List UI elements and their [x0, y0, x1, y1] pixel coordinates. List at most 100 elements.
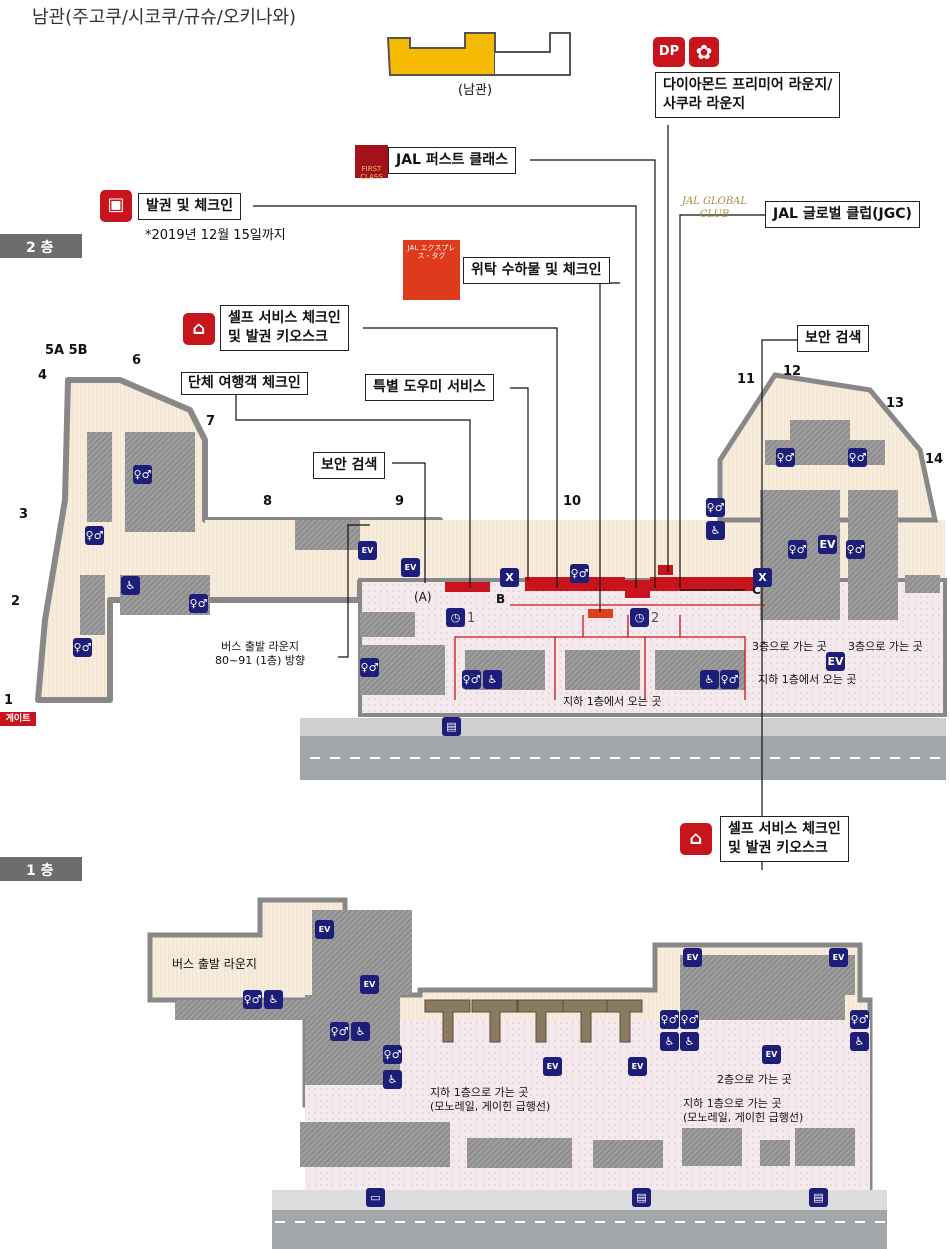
restroom-icon: ♀♂ [680, 1010, 699, 1029]
accessible-elevator-icon: EV [829, 948, 848, 967]
clock-icon: ◷ [630, 608, 649, 627]
restroom-icon: ♀♂ [360, 658, 379, 677]
bus-stop-icon: ▤ [809, 1188, 828, 1207]
gate-3: 3 [19, 507, 29, 522]
floor-2-label: 2 층 [0, 234, 82, 258]
gate-10: 10 [563, 494, 582, 509]
callout-jgc: JAL 글로벌 클럽(JGC) [765, 201, 920, 228]
wheelchair-icon: ♿ [850, 1032, 869, 1051]
gate-8: 8 [263, 494, 273, 509]
from-b1-right: 지하 1층에서 오는 곳 [758, 673, 857, 686]
gate-5a-5b: 5A 5B [45, 343, 88, 358]
callout-kiosk-2: 셀프 서비스 체크인 및 발권 키오스크 [720, 816, 849, 862]
xray-icon: X [500, 568, 519, 587]
sakura-lounge-icon: ✿ [689, 37, 719, 67]
locator-label: (남관) [458, 83, 493, 98]
checkpoint-a: (A) [414, 590, 432, 604]
kiosk-icon: ⌂ [680, 823, 712, 855]
bus-lounge-label: 버스 출발 라운지 [172, 957, 257, 971]
clock-icon: ◷ [446, 608, 465, 627]
ticket-counter-icon: ▣ [100, 190, 132, 222]
elevator-icon: EV [826, 652, 845, 671]
accessible-elevator-icon: EV [628, 1057, 647, 1076]
accessible-elevator-icon: EV [543, 1057, 562, 1076]
callout-baggage: 위탁 수하물 및 체크인 [463, 257, 610, 284]
callout-security-right: 보안 검색 [797, 325, 870, 352]
bus-stop-icon: ▤ [632, 1188, 651, 1207]
gate-4: 4 [38, 368, 48, 383]
to-2f-label: 2층으로 가는 곳 [717, 1073, 792, 1086]
kiosk-icon: ⌂ [183, 313, 215, 345]
clock-number-2: 2 [651, 611, 660, 626]
to-b1-left: 지하 1층으로 가는 곳 (모노레일, 게이힌 급행선) [430, 1086, 551, 1114]
page-title: 남관(주고쿠/시코쿠/규슈/오키나와) [32, 7, 297, 28]
gate-11: 11 [737, 372, 756, 387]
restroom-icon: ♀♂ [462, 670, 481, 689]
diamond-lounge-logo-icon: DP [653, 37, 685, 67]
clock-number-1: 1 [467, 611, 476, 626]
to-3f-left: 3층으로 가는 곳 [752, 640, 827, 653]
wheelchair-icon: ♿ [264, 990, 283, 1009]
restroom-icon: ♀♂ [383, 1045, 402, 1064]
accessible-elevator-icon: EV [762, 1045, 781, 1064]
gate-legend: 게이트 [0, 712, 36, 726]
bus-stop-icon: ▤ [442, 717, 461, 736]
wheelchair-icon: ♿ [483, 670, 502, 689]
restroom-icon: ♀♂ [189, 594, 208, 613]
callout-kiosk: 셀프 서비스 체크인 및 발권 키오스크 [220, 305, 349, 351]
elevator-icon: EV [818, 535, 837, 554]
gate-14: 14 [925, 452, 944, 467]
restroom-icon: ♀♂ [660, 1010, 679, 1029]
gate-6: 6 [132, 353, 142, 368]
xray-icon: X [753, 568, 772, 587]
restroom-icon: ♀♂ [73, 638, 92, 657]
restroom-icon: ♀♂ [706, 498, 725, 517]
restroom-icon: ♀♂ [570, 564, 589, 583]
gate-1: 1 [4, 693, 14, 708]
restroom-icon: ♀♂ [85, 526, 104, 545]
callout-security-left: 보안 검색 [313, 452, 386, 479]
accessible-elevator-icon: EV [315, 920, 334, 939]
wheelchair-icon: ♿ [706, 521, 725, 540]
accessible-elevator-icon: EV [360, 975, 379, 994]
checkpoint-b: B [496, 592, 506, 606]
callout-first-class: JAL 퍼스트 클래스 [388, 147, 516, 174]
taxi-icon: ▭ [366, 1188, 385, 1207]
bus-lounge-direction: 버스 출발 라운지 80~91 (1층) 방향 [215, 640, 306, 668]
accessible-elevator-icon: EV [401, 558, 420, 577]
wheelchair-icon: ♿ [700, 670, 719, 689]
restroom-icon: ♀♂ [846, 540, 865, 559]
callout-special-assist: 특별 도우미 서비스 [365, 374, 494, 401]
callout-ticketing: 발권 및 체크인 [138, 193, 242, 220]
gate-2: 2 [11, 594, 21, 609]
to-3f-right: 3층으로 가는 곳 [848, 640, 923, 653]
jgc-logo: JAL GLOBAL CLUB [681, 196, 748, 220]
accessible-elevator-icon: EV [358, 541, 377, 560]
wheelchair-icon: ♿ [351, 1022, 370, 1041]
baggage-tag-icon: JAL エクスプレス・タグ [403, 240, 460, 300]
wheelchair-icon: ♿ [121, 576, 140, 595]
checkpoint-c: C [752, 583, 761, 597]
from-b1-center: 지하 1층에서 오는 곳 [563, 695, 662, 708]
gate-12: 12 [783, 364, 802, 379]
restroom-icon: ♀♂ [243, 990, 262, 1009]
callout-lounge: 다이아몬드 프리미어 라운지/ 사쿠라 라운지 [655, 72, 841, 118]
callout-group-checkin: 단체 여행객 체크인 [181, 372, 308, 395]
wheelchair-icon: ♿ [680, 1032, 699, 1051]
to-b1-right: 지하 1층으로 가는 곳 (모노레일, 게이힌 급행선) [683, 1097, 804, 1125]
restroom-icon: ♀♂ [788, 540, 807, 559]
gate-13: 13 [886, 396, 905, 411]
gate-7: 7 [206, 414, 216, 429]
restroom-icon: ♀♂ [133, 465, 152, 484]
restroom-icon: ♀♂ [848, 448, 867, 467]
floor-1-label: 1 층 [0, 857, 82, 881]
restroom-icon: ♀♂ [776, 448, 795, 467]
restroom-icon: ♀♂ [330, 1022, 349, 1041]
restroom-icon: ♀♂ [850, 1010, 869, 1029]
wheelchair-icon: ♿ [660, 1032, 679, 1051]
ticketing-note: *2019년 12월 15일까지 [145, 228, 286, 243]
gate-9: 9 [395, 494, 405, 509]
accessible-elevator-icon: EV [683, 948, 702, 967]
restroom-icon: ♀♂ [720, 670, 739, 689]
